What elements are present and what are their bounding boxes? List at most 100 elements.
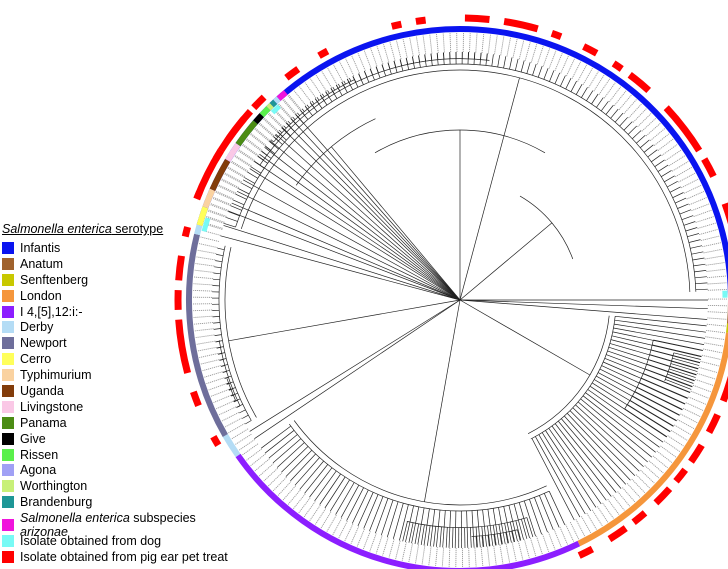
tip-label (530, 44, 538, 63)
tip-label (688, 396, 706, 405)
tip-label (224, 417, 243, 428)
branch (264, 147, 461, 301)
branch (424, 54, 427, 62)
branch (591, 93, 599, 105)
tip-label (375, 535, 383, 554)
tip-label (694, 378, 714, 386)
branch (670, 363, 698, 372)
branch (269, 141, 275, 146)
tip-label (586, 512, 597, 530)
branch (311, 100, 315, 105)
tip-label (263, 467, 279, 482)
branch (337, 83, 341, 88)
branch (233, 399, 236, 402)
legend-swatch (2, 273, 14, 286)
tip-label (369, 533, 377, 552)
legend-swatch (2, 305, 14, 318)
branch (454, 510, 457, 549)
tip-label (255, 128, 271, 141)
tip-label (263, 118, 278, 133)
tip-label (376, 46, 384, 65)
pig-ear-isolate-mark (284, 66, 301, 81)
branch (329, 479, 350, 512)
branch (274, 134, 278, 138)
tip-label (680, 413, 698, 424)
tip-label (494, 35, 498, 55)
branch (223, 225, 461, 301)
branch (651, 154, 662, 163)
tip-label (332, 517, 343, 536)
tip-label (272, 109, 287, 124)
legend-swatch (2, 550, 14, 563)
branch (273, 79, 355, 143)
branch (304, 464, 329, 494)
tip-label (227, 167, 245, 178)
tip-label (657, 138, 674, 151)
branch (459, 299, 708, 320)
tip-label (707, 282, 727, 285)
pig-ear-isolate-mark (550, 30, 563, 40)
legend-item: Give (2, 431, 242, 447)
tip-label (224, 173, 242, 184)
tip-label (656, 450, 673, 463)
branch (380, 499, 394, 536)
tip-label (415, 544, 420, 564)
branch (250, 166, 262, 174)
pig-ear-isolate-mark (653, 486, 673, 506)
legend-label: Anatum (20, 256, 64, 271)
pig-ear-isolate-mark (577, 545, 595, 559)
branch (363, 494, 379, 529)
pig-ear-isolate-mark (503, 18, 539, 33)
branch (268, 434, 298, 459)
tip-label (194, 322, 214, 325)
legend-swatch (2, 369, 14, 382)
tip-label (246, 448, 262, 461)
branch (408, 522, 414, 543)
tip-label (475, 33, 478, 53)
branch (667, 373, 694, 384)
branch (491, 54, 494, 67)
serotype-arc (235, 453, 581, 569)
tip-label (216, 400, 234, 410)
tip-label (512, 39, 518, 58)
tip-label (705, 262, 725, 266)
tip-label (608, 86, 622, 103)
tip-label (581, 516, 592, 534)
tip-label (693, 209, 712, 218)
branch (517, 529, 521, 541)
branch (301, 108, 305, 112)
branch (273, 136, 279, 142)
branch (230, 205, 242, 211)
branch (690, 245, 703, 249)
branch (285, 449, 313, 477)
branch (694, 276, 707, 279)
legend-item: Uganda (2, 383, 242, 399)
branch (347, 78, 351, 86)
tip-label (258, 123, 274, 137)
tip-label (707, 317, 727, 320)
tip-label (200, 359, 220, 365)
branch (357, 492, 374, 527)
tip-label (351, 55, 360, 74)
branch (212, 316, 220, 318)
tip-label (221, 178, 240, 189)
branch (499, 533, 503, 545)
branch (348, 77, 352, 82)
tip-label (674, 166, 692, 178)
branch (692, 257, 705, 261)
tip-label (677, 419, 695, 429)
branch (693, 263, 706, 267)
tip-label (362, 531, 371, 550)
serotype-arc (186, 233, 228, 437)
tip-label (640, 469, 655, 484)
tip-label (299, 86, 312, 103)
tip-label (210, 389, 229, 397)
tip-label (208, 209, 227, 217)
tip-label (565, 524, 575, 542)
branch (369, 496, 384, 532)
legend-swatch (2, 519, 14, 532)
branch (272, 438, 302, 464)
tip-label (542, 48, 551, 67)
tip-label (468, 547, 470, 567)
